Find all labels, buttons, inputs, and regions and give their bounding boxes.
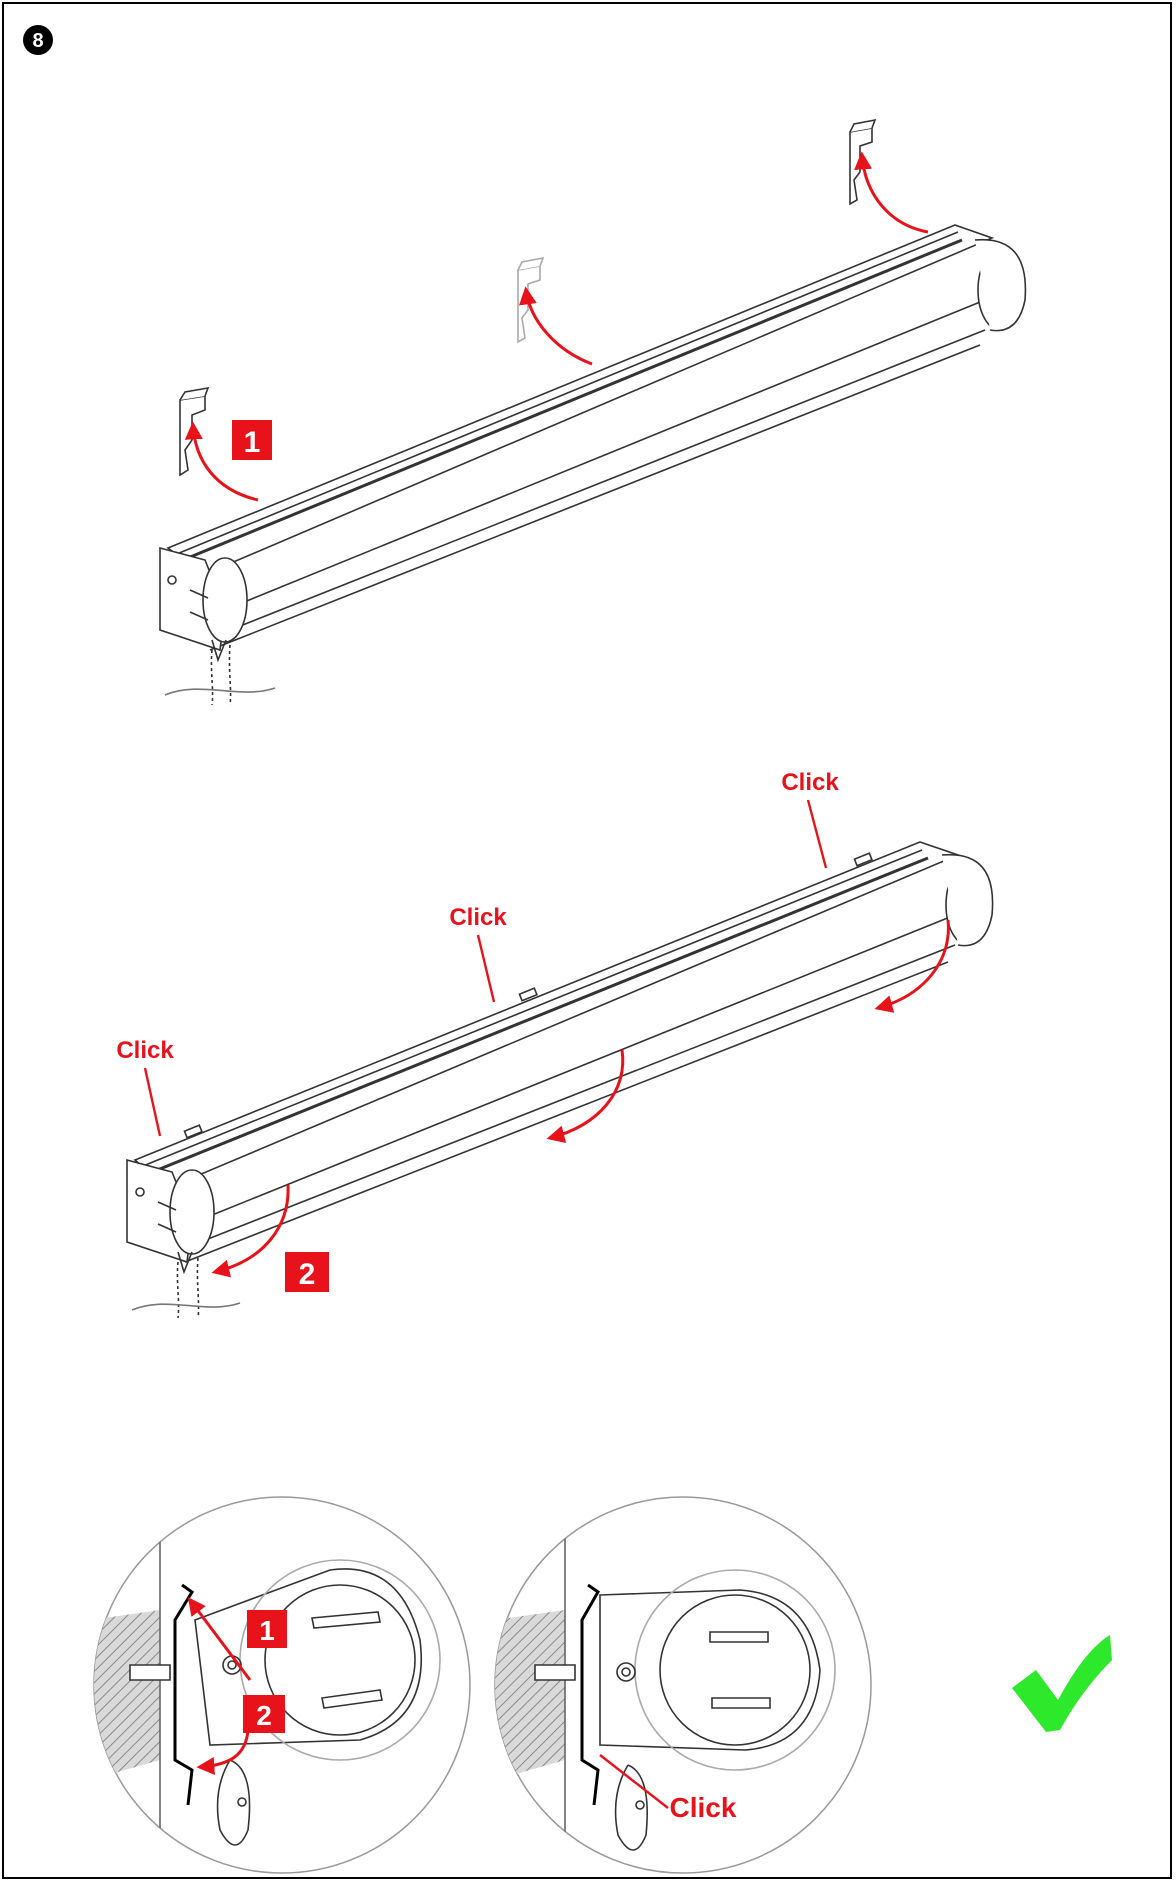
- step-badge-2-middle: 2: [285, 1252, 329, 1292]
- click-label-center: Click: [449, 904, 507, 931]
- clip-center-top: [517, 256, 545, 344]
- detail-right-click-label: Click: [670, 1792, 737, 1823]
- clip-left-top: [179, 386, 210, 477]
- detail-left-badge-2: 2: [243, 1695, 285, 1733]
- svg-text:2: 2: [256, 1700, 272, 1731]
- checkmark-icon: [1012, 1635, 1112, 1732]
- panel-top-rail: [159, 224, 1027, 706]
- svg-text:2: 2: [299, 1258, 316, 1291]
- click-label-right: Click: [781, 769, 839, 796]
- detail-circle-right: [494, 1496, 872, 1874]
- panel-middle-rail: [126, 841, 994, 1319]
- step-number-badge: 8: [23, 25, 53, 55]
- clip-right-top: [849, 118, 877, 206]
- click-label-left: Click: [116, 1037, 174, 1064]
- step-number: 8: [32, 30, 43, 52]
- detail-right-click-leader: [599, 1754, 669, 1809]
- svg-text:1: 1: [244, 426, 261, 459]
- svg-text:1: 1: [259, 1615, 275, 1646]
- arrows-panel-middle: [211, 919, 950, 1278]
- detail-left-arrows: [187, 1597, 252, 1776]
- arrows-panel-top: [184, 151, 929, 502]
- step-badge-1-top: 1: [232, 420, 272, 460]
- detail-circle-left: [93, 1496, 471, 1874]
- click-leaders-middle: [143, 799, 828, 1137]
- detail-left-badge-1: 1: [247, 1610, 287, 1648]
